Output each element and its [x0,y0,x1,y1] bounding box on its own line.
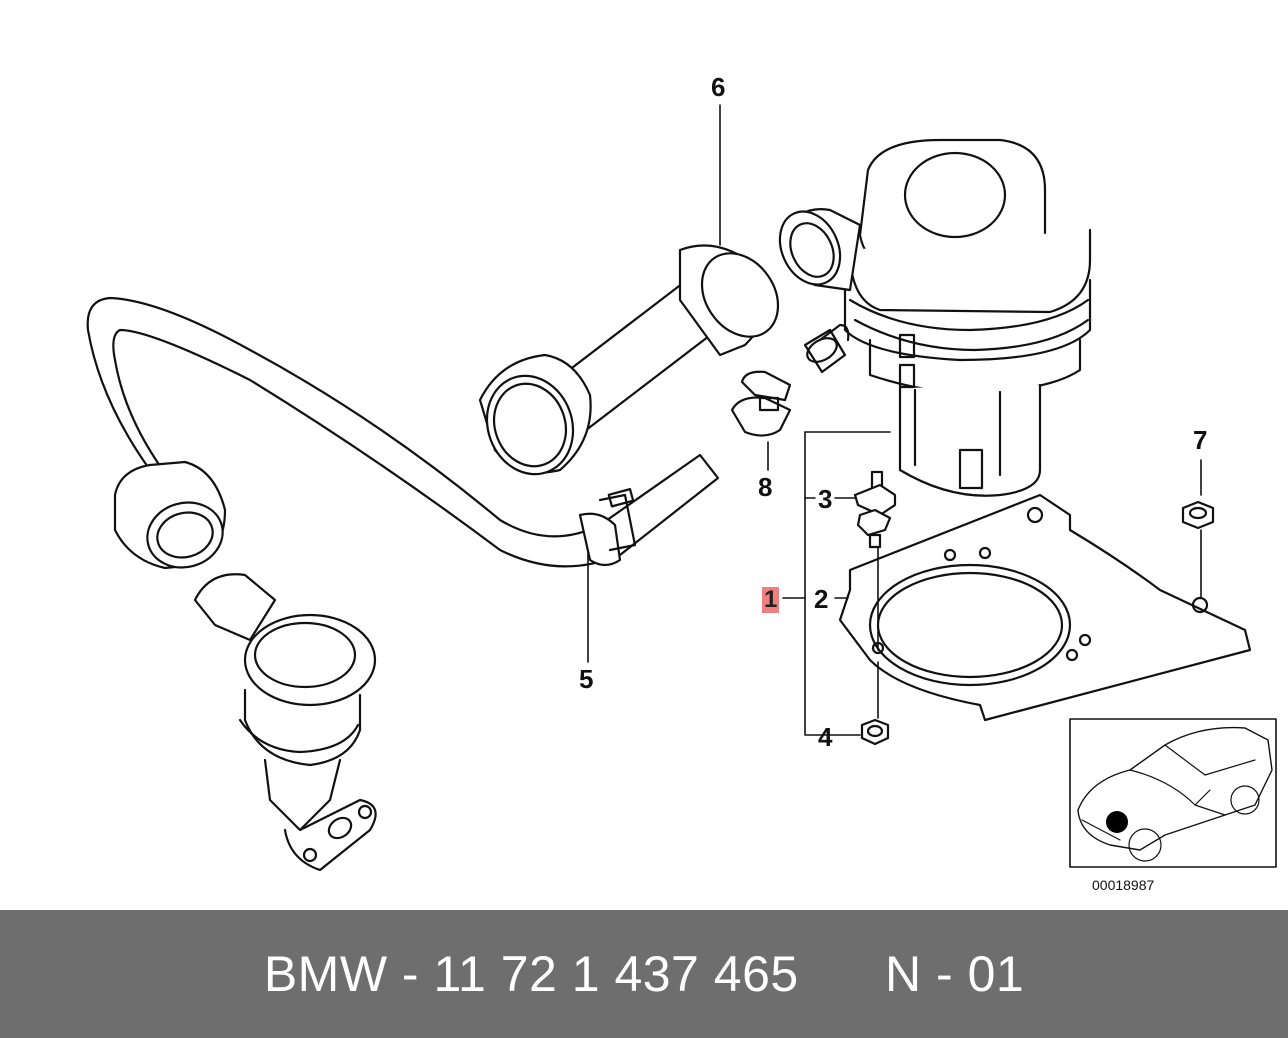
nut-bottom [860,718,890,746]
nut-top-right [1181,500,1215,530]
hose-clamp [730,370,792,437]
air-hose [86,296,720,570]
footer-bar: BMW - 11 72 1 437 465 N - 01 [0,910,1288,1038]
intake-pipe [478,244,780,476]
callout-7: 7 [1193,425,1208,455]
callout-5: 5 [579,664,594,694]
part-number-label: BMW - 11 72 1 437 465 N - 01 [263,946,1025,1002]
callout-8: 8 [758,472,773,502]
air-pump [778,138,1092,497]
locator-inset [1069,718,1277,868]
callout-1-highlighted[interactable]: 1 [762,586,780,613]
mounting-bracket [838,493,1252,722]
callout-4: 4 [818,722,833,752]
check-valve [193,573,377,872]
rubber-mount [853,470,897,549]
diagram-drawing [86,104,1277,872]
callout-6: 6 [711,72,726,102]
callout-3: 3 [818,484,833,514]
reference-code: 00018987 [1092,877,1155,893]
leader-lines [587,104,1202,736]
locator-dot [1106,811,1128,833]
callout-2: 2 [814,584,829,614]
parts-diagram: 6 5 8 7 3 2 4 1 00018987 [86,72,1277,893]
